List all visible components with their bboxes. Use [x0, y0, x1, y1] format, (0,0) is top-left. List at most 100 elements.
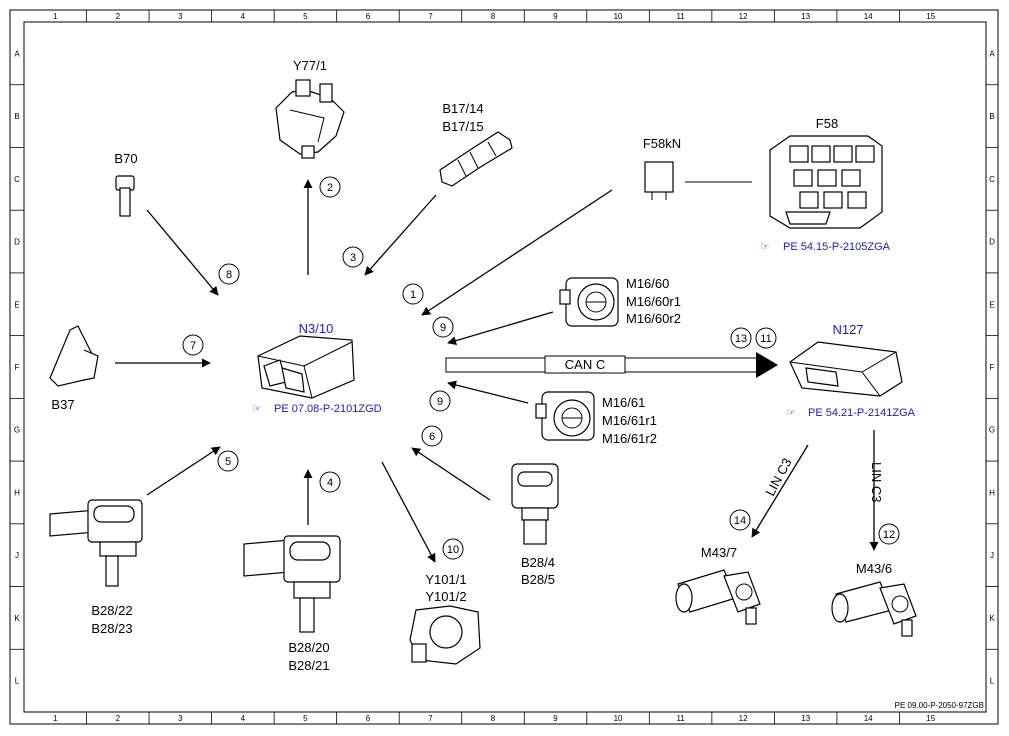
grid-row-label: H	[989, 488, 995, 497]
circle-8: 8	[218, 263, 240, 285]
m16-61-throttle-drawing	[535, 391, 595, 441]
circle-1: 1	[402, 283, 424, 305]
y101-label-line1: Y101/1	[425, 572, 466, 587]
svg-text:13: 13	[735, 333, 747, 345]
svg-text:9: 9	[437, 396, 443, 408]
grid-column-label: 10	[614, 12, 623, 21]
y101-label-line2: Y101/2	[425, 589, 466, 604]
hand-pointer-icon: ☞	[252, 403, 262, 415]
f58-label: F58	[816, 116, 838, 131]
svg-text:3: 3	[350, 252, 356, 264]
fuse-slot	[855, 145, 875, 163]
document-id: PE 09.00-P-2050-97ZGB	[895, 701, 984, 710]
arrow-8	[146, 209, 219, 296]
grid-row-label: L	[990, 677, 995, 686]
b28-20-label-line2: B28/21	[288, 658, 329, 673]
m43-7-label: M43/7	[701, 545, 737, 560]
n127-module-drawing	[789, 341, 903, 397]
b70-label: B70	[114, 151, 137, 166]
hand-pointer-icon: ☞	[760, 241, 770, 253]
grid-column-label: 7	[428, 714, 433, 723]
grid-column-label: 11	[676, 714, 685, 723]
inner-frame	[23, 21, 987, 713]
grid-row-label: B	[989, 112, 994, 121]
circle-9-lower: 9	[429, 390, 451, 412]
fuse-slot	[793, 169, 813, 187]
f58-fusebox-drawing	[769, 135, 883, 229]
grid-column-label: 5	[303, 12, 308, 21]
f58-reference-link[interactable]: ☞ PE 54.15-P-2105ZGA	[760, 241, 891, 253]
grid-row-label: E	[989, 300, 994, 309]
n3-10-ecu-drawing	[257, 335, 355, 399]
arrow-1	[421, 189, 613, 316]
svg-text:1: 1	[410, 289, 416, 301]
circle-7: 7	[182, 334, 204, 356]
n127-label: N127	[832, 322, 863, 337]
arrow-5	[146, 446, 221, 496]
circle-6: 6	[421, 425, 443, 447]
fuse-slot	[847, 191, 867, 209]
y77-1-valve-drawing	[275, 79, 345, 159]
circle-4: 4	[319, 471, 341, 493]
b37-label: B37	[51, 397, 74, 412]
circle-10: 10	[442, 538, 464, 560]
grid-row-label: L	[15, 677, 20, 686]
connection-arrows	[115, 179, 879, 563]
grid-column-label: 13	[801, 12, 810, 21]
outer-frame	[9, 9, 999, 725]
svg-text:10: 10	[447, 544, 459, 556]
grid-column-label: 4	[241, 714, 246, 723]
arrow-9-upper	[447, 311, 554, 346]
f58-reference-text[interactable]: PE 54.15-P-2105ZGA	[783, 241, 891, 253]
n3-10-reference-link[interactable]: ☞ PE 07.08-P-2101ZGD	[252, 403, 382, 415]
grid-column-label: 3	[178, 12, 183, 21]
m16-60-label-line3: M16/60r2	[626, 311, 681, 326]
m43-6-label: M43/6	[856, 561, 892, 576]
grid-row-label: J	[15, 551, 19, 560]
circle-5: 5	[217, 450, 239, 472]
grid-row-label: D	[989, 238, 995, 247]
n127-reference-text[interactable]: PE 54.21-P-2141ZGA	[808, 407, 916, 419]
n127-reference-link[interactable]: ☞ PE 54.21-P-2141ZGA	[786, 407, 916, 419]
grid-row-label: C	[14, 175, 20, 184]
grid-row-label: G	[14, 426, 20, 435]
m16-60-label-line1: M16/60	[626, 276, 669, 291]
grid-column-label: 14	[864, 714, 873, 723]
svg-text:14: 14	[734, 515, 746, 527]
b17-label-line1: B17/14	[442, 101, 483, 116]
f58kn-label: F58kN	[643, 136, 681, 151]
can-c-label: CAN C	[565, 357, 605, 372]
svg-text:7: 7	[190, 340, 196, 352]
lin-c3-right-label: LIN C3	[869, 462, 884, 502]
grid-column-label: 6	[366, 12, 371, 21]
arrow-10	[381, 461, 436, 563]
svg-text:4: 4	[327, 477, 333, 489]
m43-7-pump-drawing	[675, 569, 761, 625]
grid-column-label: 12	[739, 714, 748, 723]
arrow-14	[751, 444, 809, 538]
m16-61-label-line1: M16/61	[602, 395, 645, 410]
circle-12: 12	[878, 523, 900, 545]
grid-column-label: 11	[676, 12, 685, 21]
svg-text:9: 9	[440, 322, 446, 334]
grid-row-label: B	[14, 112, 19, 121]
grid-column-label: 7	[428, 12, 433, 21]
b28-22-sensor-drawing	[49, 499, 143, 587]
grid-column-label: 4	[241, 12, 246, 21]
grid-column-label: 8	[491, 714, 496, 723]
fuse-slot	[799, 191, 819, 209]
grid-column-label: 15	[926, 12, 935, 21]
b28-22-label-line2: B28/23	[91, 621, 132, 636]
fuse-slot	[811, 145, 831, 163]
n3-10-reference-text[interactable]: PE 07.08-P-2101ZGD	[274, 403, 382, 415]
grid-column-label: 6	[366, 714, 371, 723]
circle-3: 3	[342, 246, 364, 268]
grid-column-label: 5	[303, 714, 308, 723]
grid-column-label: 3	[178, 714, 183, 723]
grid-column-label: 8	[491, 12, 496, 21]
fuse-slot	[789, 145, 809, 163]
fuse-slot	[823, 191, 843, 209]
grid-row-label: A	[989, 49, 995, 58]
